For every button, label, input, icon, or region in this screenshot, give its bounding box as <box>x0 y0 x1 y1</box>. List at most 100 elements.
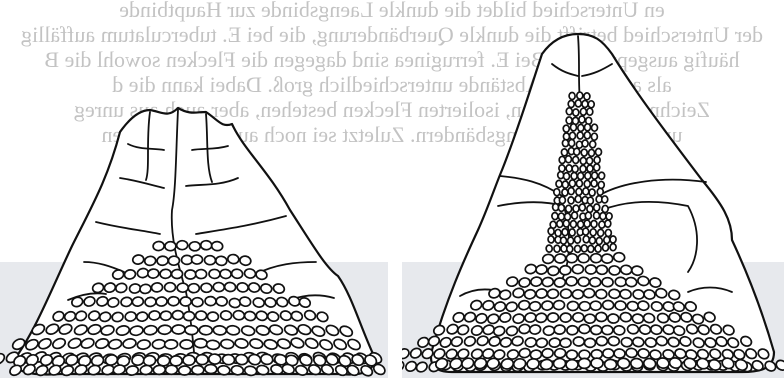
scale <box>573 205 579 212</box>
scale <box>560 338 572 348</box>
scale <box>213 325 227 335</box>
scale <box>574 236 580 243</box>
scale <box>554 325 566 335</box>
scale <box>156 297 168 307</box>
scale <box>554 278 566 288</box>
scale <box>157 256 169 266</box>
scale <box>613 325 625 335</box>
scale <box>598 172 604 179</box>
scale <box>596 237 602 244</box>
scale <box>583 188 589 195</box>
scale <box>220 269 232 279</box>
scale <box>562 139 568 146</box>
scale <box>566 253 577 262</box>
scale <box>581 245 587 252</box>
scale <box>609 265 621 275</box>
scale <box>598 181 604 188</box>
scale <box>140 365 153 376</box>
scale <box>574 245 580 252</box>
scale <box>222 354 235 365</box>
scale <box>585 265 596 274</box>
scale <box>562 228 568 235</box>
scale <box>217 365 230 375</box>
scale <box>627 301 639 312</box>
scale <box>542 348 554 358</box>
scale <box>189 242 200 251</box>
scale <box>177 283 188 292</box>
scale <box>610 243 617 250</box>
head-scale-drawing-left <box>0 0 392 378</box>
scale <box>180 340 193 349</box>
scale <box>602 205 608 212</box>
scale <box>580 165 586 172</box>
scale <box>583 228 589 235</box>
scale <box>602 196 608 203</box>
scale <box>606 213 613 220</box>
scale <box>191 255 202 264</box>
scale <box>573 156 579 163</box>
scale <box>617 358 630 369</box>
scale <box>596 265 607 275</box>
scale <box>587 165 593 172</box>
scale <box>165 241 177 251</box>
scale <box>570 221 576 228</box>
scale <box>590 141 596 148</box>
scale <box>592 172 598 179</box>
scale <box>602 325 614 335</box>
scale <box>548 227 555 235</box>
scale <box>580 108 586 115</box>
scale <box>565 156 571 163</box>
scale <box>579 204 585 211</box>
scale <box>566 350 577 359</box>
scale <box>565 205 571 212</box>
scale <box>627 324 639 335</box>
scale <box>610 236 617 243</box>
scale <box>588 101 594 108</box>
scale <box>567 326 578 335</box>
scale <box>552 212 559 220</box>
scale <box>148 310 160 320</box>
scale <box>590 278 601 287</box>
scale <box>535 264 547 274</box>
scale <box>171 269 182 278</box>
scale <box>570 124 576 131</box>
scale <box>185 270 196 279</box>
scale <box>151 282 163 292</box>
scale <box>568 139 574 146</box>
scale <box>569 132 575 139</box>
scale <box>578 221 584 228</box>
scale <box>573 109 579 116</box>
scale <box>590 254 601 263</box>
scale <box>562 189 568 196</box>
scale <box>542 254 554 264</box>
scale <box>529 324 541 335</box>
scale <box>566 277 577 286</box>
scale <box>204 255 216 265</box>
scale <box>216 296 228 306</box>
scale <box>199 325 212 335</box>
scale <box>590 301 601 310</box>
scale <box>594 156 600 163</box>
scale <box>577 92 583 99</box>
scale <box>184 312 195 321</box>
scale <box>152 339 166 349</box>
scale <box>158 325 172 335</box>
scale <box>201 240 212 250</box>
scale <box>596 312 607 322</box>
scale <box>168 296 179 306</box>
scale <box>559 196 565 203</box>
scale <box>613 252 625 262</box>
scale <box>566 359 578 370</box>
scale <box>540 359 553 370</box>
scale <box>584 220 590 227</box>
scale <box>160 311 172 321</box>
scale <box>625 277 637 288</box>
scale <box>192 298 203 307</box>
scale <box>620 312 632 322</box>
scale <box>136 311 148 322</box>
scale <box>576 180 582 187</box>
scale <box>215 256 227 266</box>
scale <box>205 296 217 306</box>
scale <box>593 212 599 219</box>
scale <box>579 302 590 311</box>
